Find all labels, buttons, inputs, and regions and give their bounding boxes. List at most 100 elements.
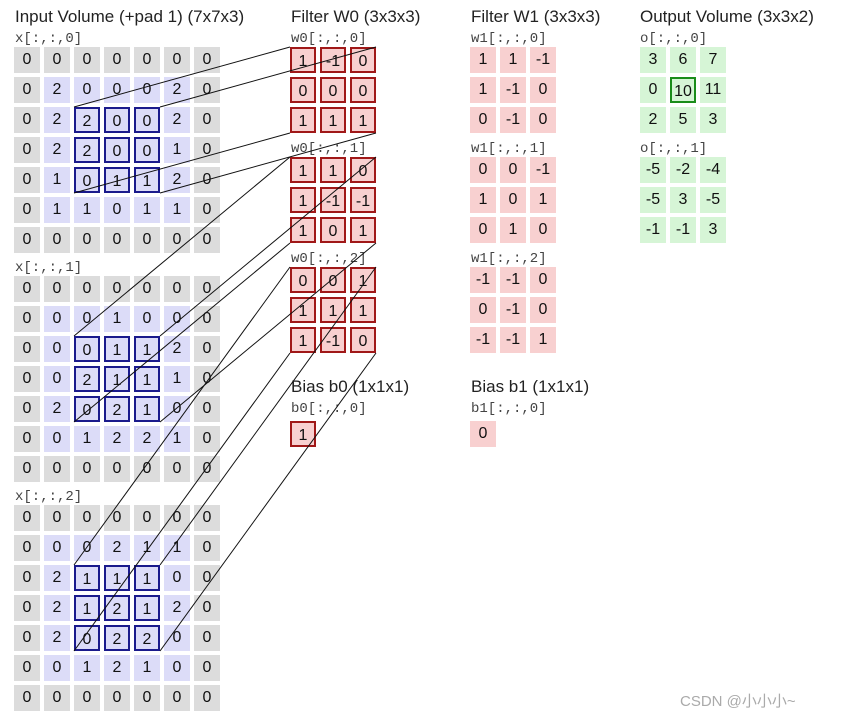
w-cell: 1	[320, 107, 346, 133]
input-cell: 1	[74, 426, 100, 452]
input-cell: 0	[134, 107, 160, 133]
input-cell: 0	[104, 685, 130, 711]
w-cell: 0	[350, 77, 376, 103]
input-cell: 0	[74, 167, 100, 193]
w-cell: 0	[470, 297, 496, 323]
bias-b0-cell: 1	[290, 421, 316, 447]
input-cell: 0	[194, 137, 220, 163]
input-cell: 2	[74, 107, 100, 133]
output-slice-1-label: o[:,:,1]	[640, 141, 708, 157]
w-cell: 1	[470, 77, 496, 103]
input-cell: 1	[134, 655, 160, 681]
bias-b0-title: Bias b0 (1x1x1)	[291, 377, 410, 396]
input-cell: 0	[134, 137, 160, 163]
input-cell: 0	[14, 685, 40, 711]
out-cell: -2	[670, 157, 696, 183]
w-cell: 1	[320, 157, 346, 183]
b1-label: b1[:,:,0]	[471, 401, 547, 417]
bias-b1-title: Bias b1 (1x1x1)	[471, 377, 590, 396]
input-slice-2-label: x[:,:,2]	[15, 489, 83, 505]
w-cell: -1	[470, 327, 496, 353]
input-cell: 0	[14, 107, 40, 133]
input-cell: 0	[14, 456, 40, 482]
w-cell: 0	[530, 217, 556, 243]
input-cell: 1	[134, 366, 160, 392]
out-cell: -5	[700, 187, 726, 213]
w-cell: 0	[350, 47, 376, 73]
input-cell: 0	[104, 77, 130, 103]
input-cell: 2	[134, 625, 160, 651]
out-cell: 3	[670, 187, 696, 213]
w-cell: -1	[470, 267, 496, 293]
input-cell: 1	[164, 197, 190, 223]
input-cell: 0	[164, 456, 190, 482]
input-cell: 2	[44, 107, 70, 133]
input-cell: 1	[104, 565, 130, 591]
input-cell: 1	[74, 197, 100, 223]
input-cell: 0	[164, 227, 190, 253]
input-cell: 0	[194, 595, 220, 621]
out-cell: 3	[640, 47, 666, 73]
w-cell: -1	[530, 157, 556, 183]
w-cell: 0	[470, 157, 496, 183]
w-cell: -1	[500, 107, 526, 133]
w-cell: 1	[470, 47, 496, 73]
input-cell: 0	[134, 306, 160, 332]
input-cell: 0	[194, 655, 220, 681]
input-cell: 0	[134, 456, 160, 482]
input-cell: 0	[14, 396, 40, 422]
input-cell: 1	[44, 167, 70, 193]
w-cell: 1	[290, 327, 316, 353]
input-cell: 1	[134, 535, 160, 561]
input-cell: 0	[14, 595, 40, 621]
input-cell: 0	[134, 77, 160, 103]
w-cell: 0	[470, 107, 496, 133]
input-cell: 1	[44, 197, 70, 223]
input-cell: 1	[134, 197, 160, 223]
w-cell: 0	[530, 297, 556, 323]
filter-w1-title: Filter W1 (3x3x3)	[471, 7, 601, 26]
w-cell: 0	[320, 267, 346, 293]
input-cell: 0	[44, 306, 70, 332]
input-cell: 0	[194, 197, 220, 223]
input-cell: 0	[194, 107, 220, 133]
w-cell: 0	[290, 77, 316, 103]
input-cell: 2	[104, 625, 130, 651]
w-cell: -1	[350, 187, 376, 213]
w-cell: 1	[350, 217, 376, 243]
input-cell: 0	[134, 685, 160, 711]
input-cell: 0	[194, 426, 220, 452]
w-cell: 1	[290, 47, 316, 73]
input-cell: 1	[164, 535, 190, 561]
input-cell: 0	[44, 655, 70, 681]
input-cell: 0	[194, 625, 220, 651]
input-cell: 1	[134, 167, 160, 193]
w1-slice-1-label: w1[:,:,1]	[471, 141, 547, 157]
output-slice-0-label: o[:,:,0]	[640, 31, 708, 47]
input-cell: 0	[74, 535, 100, 561]
input-cell: 0	[14, 625, 40, 651]
out-cell: 3	[700, 107, 726, 133]
out-cell: 7	[700, 47, 726, 73]
input-cell: 0	[74, 625, 100, 651]
w0-slice-0-label: w0[:,:,0]	[291, 31, 367, 47]
input-cell: 1	[134, 396, 160, 422]
input-cell: 2	[44, 625, 70, 651]
w-cell: 0	[320, 217, 346, 243]
input-cell: 2	[74, 366, 100, 392]
w-cell: 1	[350, 297, 376, 323]
input-cell: 1	[74, 565, 100, 591]
input-cell: 0	[14, 306, 40, 332]
w-cell: 0	[320, 77, 346, 103]
input-cell: 0	[194, 47, 220, 73]
input-cell: 1	[104, 306, 130, 332]
input-cell: 0	[164, 565, 190, 591]
out-cell: -4	[700, 157, 726, 183]
input-cell: 0	[104, 227, 130, 253]
input-cell: 2	[44, 137, 70, 163]
output-volume-title: Output Volume (3x3x2)	[640, 7, 814, 26]
input-cell: 2	[104, 426, 130, 452]
input-cell: 0	[194, 565, 220, 591]
w-cell: -1	[500, 297, 526, 323]
w0-slice-1-label: w0[:,:,1]	[291, 141, 367, 157]
